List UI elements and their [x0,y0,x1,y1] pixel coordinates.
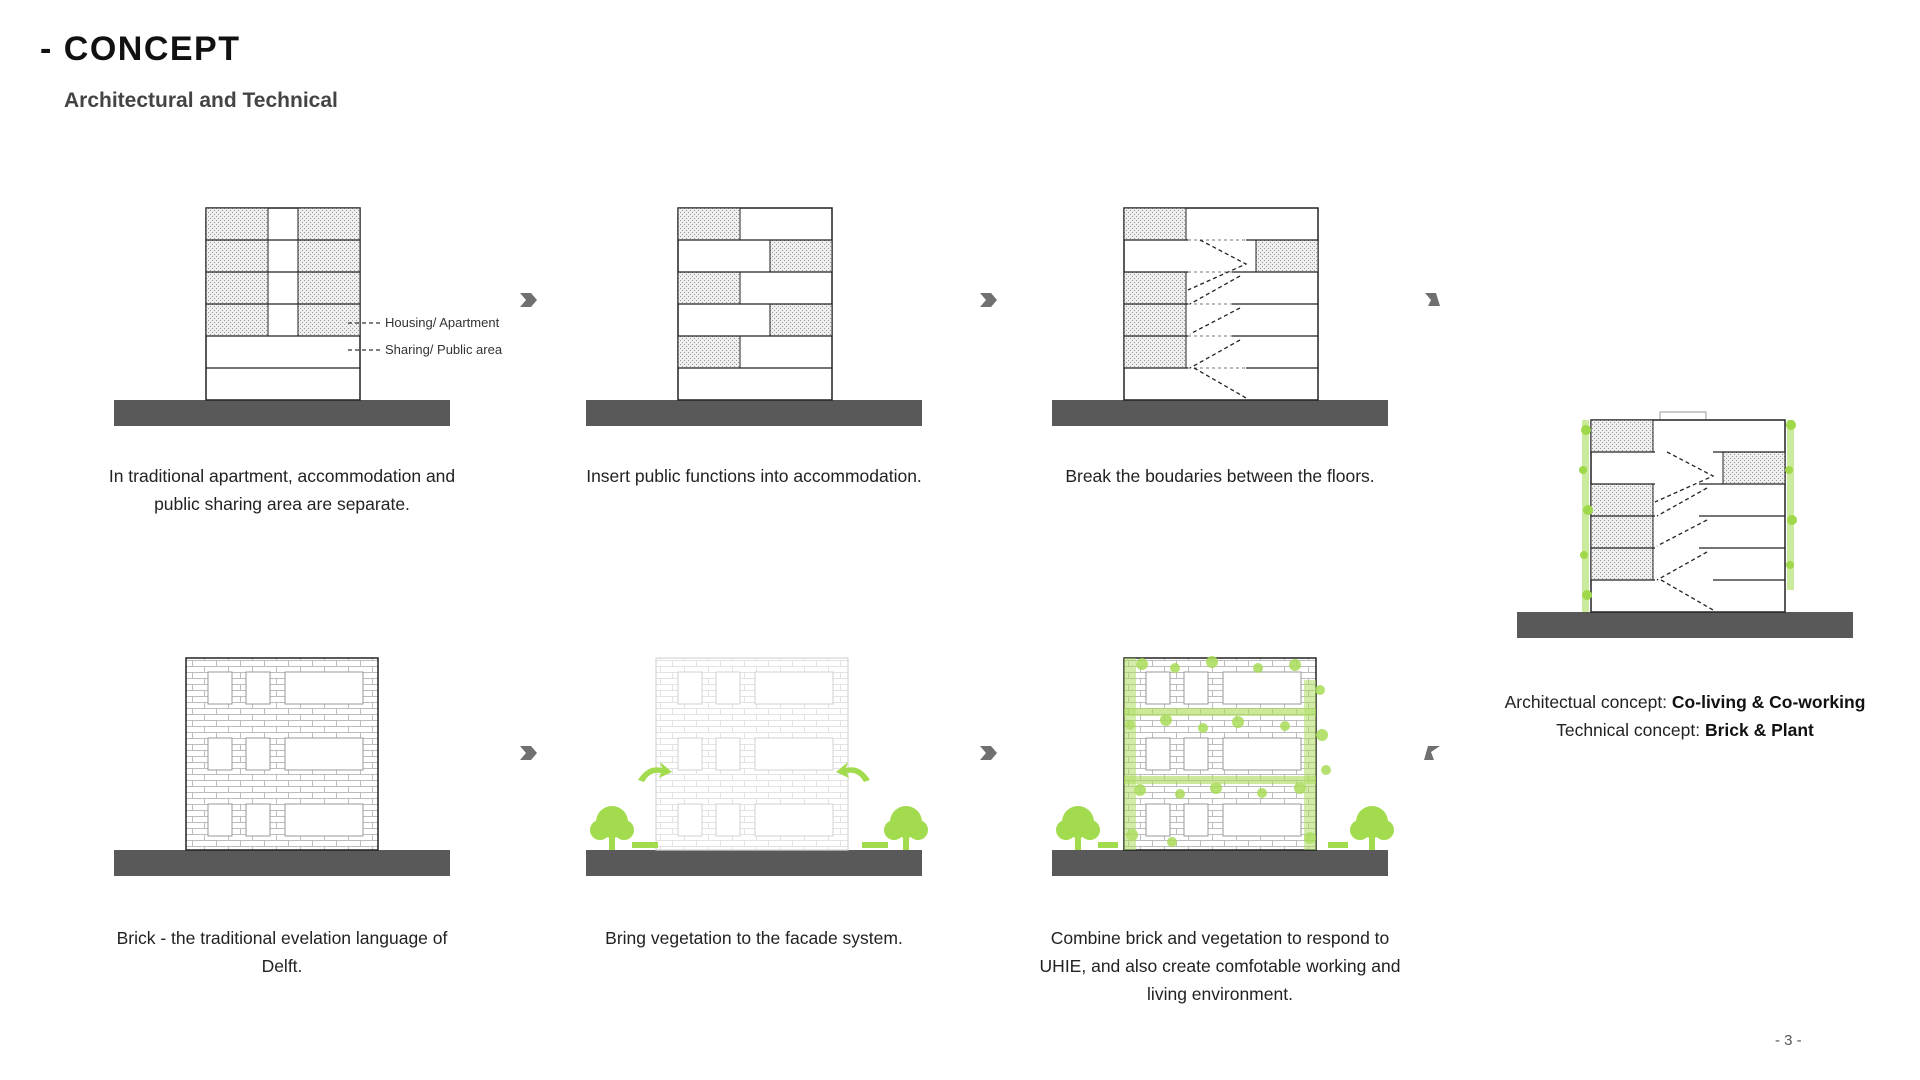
ground-slab [114,400,450,426]
label-sharing: Sharing/ Public area [385,342,503,357]
diagram-bring-vegetation [586,657,928,876]
ground-slab [114,850,450,876]
caption-insert-public-functions: Insert public functions into accommodati… [586,466,922,486]
ground-slab [1052,400,1388,426]
diagram-combined-brick-vegetation [1052,656,1394,876]
caption-brick: Brick - the traditional evelation langua… [116,928,448,976]
vegetation-facade [1124,656,1331,850]
arrow-right-icon [980,746,997,760]
architectural-concept-line: Architectual concept: Co-living & Co-wor… [1480,688,1890,716]
housing-units [205,207,361,337]
diagram-traditional-apartment: Housing/ Apartment Sharing/ Public area [114,207,503,426]
tree-icon [1056,806,1118,850]
result-concepts: Architectual concept: Co-living & Co-wor… [1480,688,1890,744]
diagram-final-concept [1517,411,1853,638]
arrow-down-right-icon [1425,293,1440,306]
arrow-right-icon [980,293,997,307]
page-subtitle: Architectural and Technical [64,89,338,112]
ground-slab [586,850,922,876]
diagram-insert-public-functions [586,207,922,426]
growth-arrow-icon [836,762,870,782]
caption-break-boundaries: Break the boudaries between the floors. [1065,466,1375,486]
tree-icon [590,806,658,850]
technical-concept-value: Brick & Plant [1704,720,1814,740]
facade-windows [207,671,364,837]
technical-concept-label: Technical concept: [1556,720,1701,740]
arrow-right-icon [520,293,537,307]
page-title: - CONCEPT [40,30,241,68]
page-number: - 3 - [1775,1032,1802,1049]
arrow-right-icon [520,746,537,760]
ground-slab [1517,612,1853,638]
architectural-concept-label: Architectual concept: [1504,692,1668,712]
growth-arrow-icon [638,762,672,782]
caption-combined: Combine brick and vegetation to respond … [1039,928,1401,1004]
technical-concept-line: Technical concept: Brick & Plant [1480,716,1890,744]
caption-bring-vegetation: Bring vegetation to the facade system. [605,928,903,948]
vegetation-facade [1579,420,1797,612]
arrow-up-right-icon [1424,746,1440,760]
diagram-break-boundaries [1052,207,1388,426]
caption-traditional-apartment: In traditional apartment, accommodation … [108,466,456,514]
tree-icon [1328,806,1394,850]
label-housing: Housing/ Apartment [385,315,500,330]
architectural-concept-value: Co-living & Co-working [1671,692,1866,712]
ground-slab [1052,850,1388,876]
ground-slab [586,400,922,426]
tree-icon [862,806,928,850]
diagram-brick-facade [114,657,450,876]
